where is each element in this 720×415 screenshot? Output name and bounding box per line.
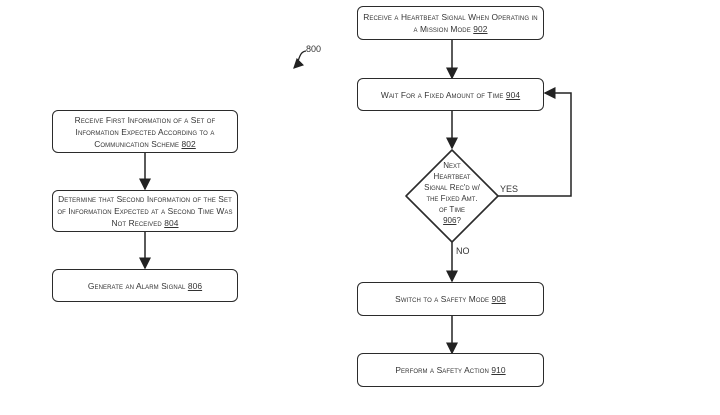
step-904-label: Wait For a Fixed Amount of Time 904: [380, 89, 521, 100]
step-904-ref: 904: [505, 89, 521, 100]
step-902-label: Receive a Heartbeat Signal When Operatin…: [363, 12, 538, 34]
step-910-label: Perform a Safety Action 910: [395, 365, 506, 375]
step-806-ref: 806: [187, 280, 203, 291]
step-908: Switch to a Safety Mode 908: [357, 282, 544, 316]
step-806-label: Generate an Alarm Signal 806: [87, 280, 203, 291]
decision-906-ref: 906: [443, 216, 457, 225]
step-806: Generate an Alarm Signal 806: [52, 269, 238, 302]
figure-label: 800: [306, 44, 322, 54]
figure-label-leader: [293, 50, 307, 69]
step-802-label: Receive First Information of a Set of In…: [74, 114, 216, 149]
step-904: Wait For a Fixed Amount of Time 904: [357, 78, 544, 111]
step-804: Determine that Second Information of the…: [52, 190, 238, 232]
step-908-label: Switch to a Safety Mode 908: [395, 294, 506, 304]
step-910-ref: 910: [491, 365, 506, 375]
step-804-label: Determine that Second Information of the…: [57, 194, 233, 228]
step-802-ref: 802: [181, 138, 196, 149]
step-804-ref: 804: [164, 218, 179, 228]
step-908-ref: 908: [491, 294, 506, 304]
yes-label: YES: [500, 184, 519, 194]
step-802: Receive First Information of a Set of In…: [52, 110, 238, 153]
no-label: NO: [456, 246, 470, 256]
arrow-906-yes-loop: [497, 87, 572, 197]
step-902: Receive a Heartbeat Signal When Operatin…: [357, 6, 544, 40]
step-910: Perform a Safety Action 910: [357, 353, 544, 387]
decision-906-shape: [405, 149, 499, 243]
decision-906-label: Next Heartbeat Signal Rec'd w/ the Fixed…: [424, 161, 480, 225]
step-902-ref: 902: [473, 24, 488, 34]
